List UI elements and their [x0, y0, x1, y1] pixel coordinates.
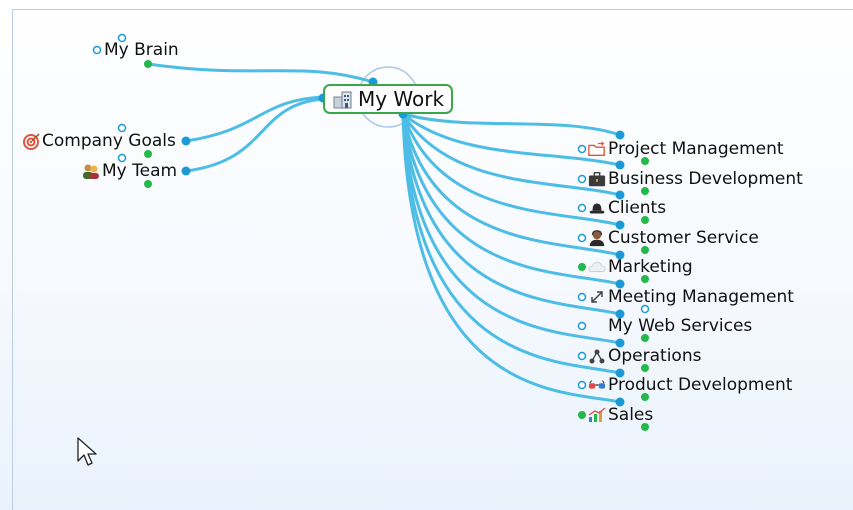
link-company-goals	[184, 95, 325, 143]
topic-label: My Team	[102, 161, 178, 181]
link-marketing	[401, 112, 622, 257]
topic-label: Business Development	[608, 169, 803, 189]
topic-label: Project Management	[608, 139, 784, 159]
topic-business-development[interactable]: Business Development	[588, 169, 803, 189]
topic-label: Operations	[608, 346, 702, 366]
topic-label: My Brain	[104, 40, 179, 60]
topic-meeting-management[interactable]: Meeting Management	[588, 287, 794, 307]
topic-operations[interactable]: Operations	[588, 346, 701, 366]
hat-icon	[588, 199, 606, 217]
topic-label: Customer Service	[608, 228, 759, 248]
arrows-icon	[588, 288, 606, 306]
topic-sales[interactable]: Sales	[588, 405, 653, 425]
topic-my-brain[interactable]: My Brain	[104, 40, 179, 60]
topic-label: Marketing	[608, 257, 693, 277]
mouse-cursor-icon	[77, 437, 97, 466]
topic-label: Product Development	[608, 375, 793, 395]
link-sales	[401, 112, 622, 404]
mind-map-canvas[interactable]	[12, 9, 853, 510]
link-project-management	[401, 112, 622, 137]
topic-label: My Web Services	[608, 316, 753, 336]
office-building-icon	[332, 88, 354, 110]
central-topic-label: My Work	[357, 87, 445, 111]
link-business-development	[401, 112, 622, 167]
topic-clients[interactable]: Clients	[588, 198, 666, 218]
topic-customer-service[interactable]: Customer Service	[588, 228, 759, 248]
topic-label: Meeting Management	[608, 287, 794, 307]
team-icon	[82, 162, 100, 180]
link-operations	[401, 112, 622, 345]
bar-chart-icon	[588, 406, 606, 424]
target-icon	[22, 132, 40, 150]
link-my-team	[184, 97, 325, 173]
link-product-development	[401, 112, 622, 375]
topic-marketing[interactable]: Marketing	[588, 257, 693, 277]
folder-icon	[588, 140, 606, 158]
link-my-brain	[146, 62, 375, 84]
briefcase-icon	[588, 170, 606, 188]
link-my-web-services	[401, 112, 622, 316]
link-clients	[401, 112, 622, 197]
network-icon	[588, 347, 606, 365]
connection-handles[interactable]	[92, 33, 650, 432]
agent-icon	[588, 229, 606, 247]
link-meeting-management	[401, 112, 622, 286]
topic-project-management[interactable]: Project Management	[588, 139, 784, 159]
topic-label: Company Goals	[42, 131, 176, 151]
topic-company-goals[interactable]: Company Goals	[22, 131, 176, 151]
topic-label: Sales	[608, 405, 654, 425]
topic-my-team[interactable]: My Team	[82, 161, 177, 181]
central-topic-my-work[interactable]: My Work	[323, 84, 453, 114]
topic-label: Clients	[608, 198, 667, 218]
glasses-icon	[588, 376, 606, 394]
link-customer-service	[401, 112, 622, 227]
topic-my-web-services[interactable]: My Web Services	[608, 316, 752, 336]
topic-product-development[interactable]: Product Development	[588, 375, 792, 395]
cloud-icon	[588, 258, 606, 276]
